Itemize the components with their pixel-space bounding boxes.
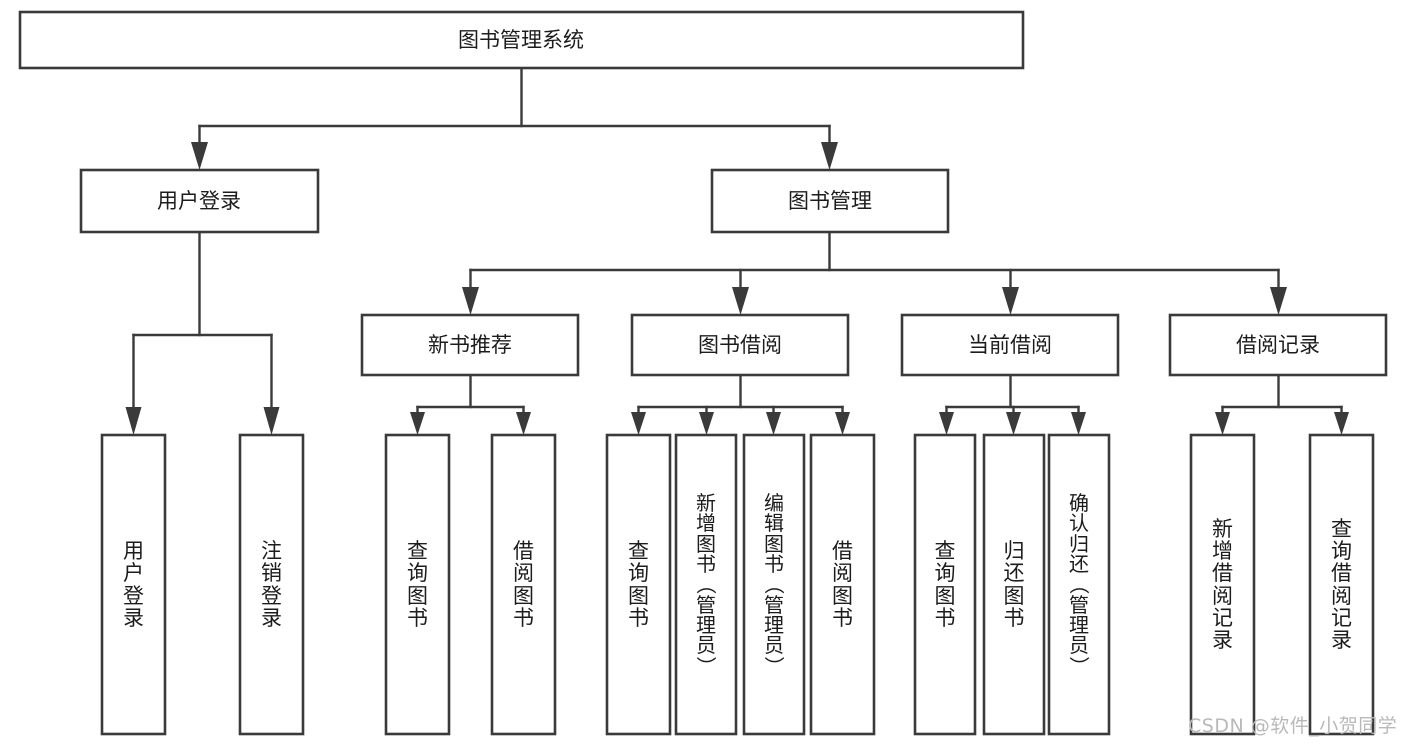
arrow-to-leaf-query-book-recommend xyxy=(410,412,425,435)
arrow-to-new-book-recommend xyxy=(462,287,479,315)
leaf-query-book-recommend[interactable] xyxy=(384,433,451,736)
node-book-borrow[interactable] xyxy=(630,313,850,377)
arrow-to-current-borrow xyxy=(1002,287,1019,315)
leaf-return-book[interactable] xyxy=(982,433,1046,736)
leaf-add-borrow-record[interactable] xyxy=(1189,433,1256,736)
node-new-book-recommend[interactable] xyxy=(360,313,580,377)
node-new-book-recommend-label: 新书推荐 xyxy=(428,333,512,357)
connector-group-book-mgmt xyxy=(462,230,1287,315)
connector-group-root xyxy=(191,66,838,170)
node-current-borrow[interactable] xyxy=(900,313,1120,377)
arrow-to-borrow-record xyxy=(1270,287,1287,315)
leaf-query-borrow-record[interactable] xyxy=(1308,433,1375,736)
leaf-add-book-admin[interactable] xyxy=(674,433,738,736)
node-root-library-system[interactable] xyxy=(18,10,1025,70)
connector-group-user-login xyxy=(125,230,280,435)
node-book-management[interactable] xyxy=(710,168,950,234)
arrow-to-leaf-add-book-admin xyxy=(699,412,714,435)
node-user-login-label: 用户登录 xyxy=(157,189,241,213)
arrow-to-leaf-user-login xyxy=(125,407,142,435)
arrow-to-leaf-borrow-book-recommend xyxy=(516,412,531,435)
leaf-query-book-borrow[interactable] xyxy=(605,433,672,736)
arrow-to-leaf-borrow-book xyxy=(835,412,850,435)
csdn-watermark: CSDN @软件_小贺同学 xyxy=(1188,715,1398,737)
arrow-to-leaf-edit-book-admin xyxy=(766,412,781,435)
leaf-edit-book-admin[interactable] xyxy=(742,433,806,736)
connector-group-borrow-record xyxy=(1215,373,1349,435)
node-book-borrow-label: 图书借阅 xyxy=(698,333,782,357)
leaf-user-login[interactable] xyxy=(100,433,167,736)
arrow-to-leaf-query-book-current xyxy=(939,412,954,435)
leaf-confirm-return-admin[interactable] xyxy=(1047,433,1111,736)
node-borrow-record[interactable] xyxy=(1168,313,1388,377)
arrow-to-leaf-query-borrow-record xyxy=(1334,412,1349,435)
arrow-to-leaf-return-book xyxy=(1006,412,1021,435)
arrow-to-user-login xyxy=(191,142,208,170)
arrow-to-book-borrow xyxy=(732,287,749,315)
connector-group-current-borrow xyxy=(939,373,1086,435)
node-user-login[interactable] xyxy=(79,168,320,234)
arrow-to-leaf-query-book-borrow xyxy=(631,412,646,435)
arrow-to-leaf-logout xyxy=(263,407,280,435)
connector-group-book-borrow xyxy=(631,373,850,435)
leaf-borrow-book-recommend[interactable] xyxy=(490,433,557,736)
leaf-borrow-book[interactable] xyxy=(809,433,876,736)
node-root-library-system-label: 图书管理系统 xyxy=(458,28,584,52)
leaf-logout-login[interactable] xyxy=(238,433,305,736)
node-borrow-record-label: 借阅记录 xyxy=(1236,333,1320,357)
leaf-query-book-current[interactable] xyxy=(913,433,977,736)
node-book-management-label: 图书管理 xyxy=(788,189,872,213)
node-current-borrow-label: 当前借阅 xyxy=(968,333,1052,357)
arrow-to-book-mgmt xyxy=(821,142,838,170)
arrow-to-leaf-confirm-return-admin xyxy=(1071,412,1086,435)
arrow-to-leaf-add-borrow-record xyxy=(1215,412,1230,435)
connector-group-new-book-recommend xyxy=(410,373,531,435)
